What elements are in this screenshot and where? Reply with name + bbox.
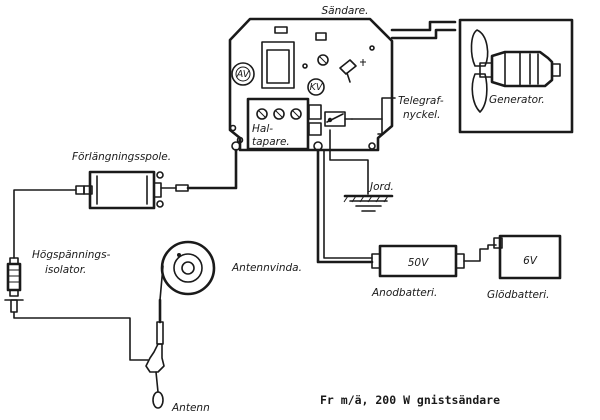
extension-coil-label: Förlängningsspole.: [72, 151, 171, 163]
antenna-reel-icon: [159, 240, 216, 301]
diagram-caption: Fr m/ä, 200 W gnistsändare: [320, 393, 500, 407]
transmitter-unit: AV KV: [228, 17, 394, 152]
meter-av-label: AV: [236, 69, 251, 80]
hv-insulator-icon: [4, 257, 24, 313]
hv-insulator-label-line2: isolator.: [45, 264, 86, 276]
ground-label: Jord.: [368, 181, 394, 193]
telegraph-key-label-line2: nyckel.: [403, 109, 440, 121]
generator-wiring: [351, 20, 457, 135]
telegraph-key-icon: [324, 111, 353, 127]
hv-insulator-label-line1: Högspännings-: [32, 249, 111, 261]
holder-panel: [246, 97, 310, 151]
holder-label-line2: tapare.: [252, 136, 290, 148]
antenna-label: Antenn: [171, 402, 210, 414]
extension-coil-icon: [75, 170, 189, 210]
anode-wire: [316, 148, 374, 264]
meter-av-icon: [231, 62, 255, 86]
ground-symbol: [329, 129, 394, 212]
generator-icon: [458, 18, 574, 134]
anode-battery-label: Anodbatteri.: [371, 287, 437, 299]
battery-link-wire: [463, 244, 497, 262]
meter-kv-icon: [307, 78, 325, 96]
coil-to-transmitter-wire: [186, 148, 238, 190]
glow-battery-label: Glödbatteri.: [487, 289, 550, 301]
transmitter-label: Sändare.: [322, 5, 369, 17]
telegraph-key-label-line1: Telegraf-: [398, 95, 444, 107]
glow-battery-icon: [493, 234, 562, 280]
antenna-icon: [145, 298, 165, 409]
coil-to-insulator-wire: [13, 189, 77, 259]
glow-battery-voltage: 6V: [523, 255, 538, 267]
meter-kv-label: KV: [310, 82, 324, 93]
holder-label-line1: Hal-: [252, 123, 273, 135]
generator-label: Generator.: [489, 94, 545, 106]
insulator-to-antenna-wire: [13, 311, 149, 361]
anode-battery-voltage: 50V: [408, 257, 429, 269]
antenna-reel-label: Antennvinda.: [231, 262, 302, 274]
